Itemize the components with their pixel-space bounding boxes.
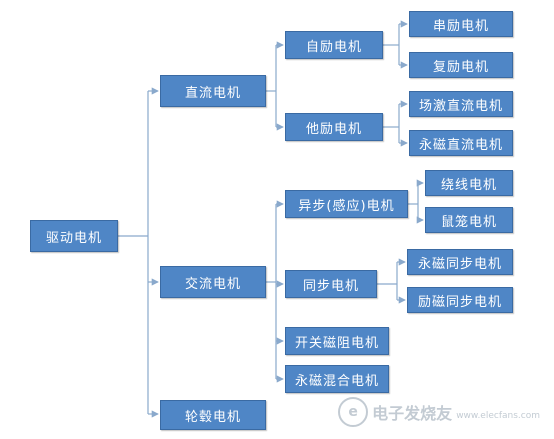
node-root: 驱动电机 xyxy=(30,220,118,252)
node-excited-sync: 励磁同步电机 xyxy=(407,287,513,313)
node-self-excited: 自励电机 xyxy=(285,31,383,59)
node-sync-motor: 同步电机 xyxy=(285,270,377,298)
watermark: e 电子发烧友 www.elecfans.com xyxy=(338,397,540,427)
node-compound-excited: 复励电机 xyxy=(409,52,513,78)
node-field-excited-dc: 场激直流电机 xyxy=(409,91,513,117)
node-pm-hybrid: 永磁混合电机 xyxy=(285,365,389,393)
node-ac-motor: 交流电机 xyxy=(160,266,266,298)
node-pm-dc: 永磁直流电机 xyxy=(409,130,513,156)
elecfans-logo-icon: e xyxy=(338,397,369,427)
node-dc-motor: 直流电机 xyxy=(160,75,266,107)
watermark-brand: 电子发烧友 xyxy=(372,404,453,423)
node-switched-reluctance: 开关磁阻电机 xyxy=(285,327,389,355)
node-async-motor: 异步(感应)电机 xyxy=(285,190,408,218)
node-wound-rotor: 绕线电机 xyxy=(425,170,513,196)
node-squirrel-cage: 鼠笼电机 xyxy=(425,207,513,233)
node-pm-sync: 永磁同步电机 xyxy=(407,249,513,275)
node-separately-excited: 他励电机 xyxy=(285,113,383,141)
node-series-excited: 串励电机 xyxy=(409,11,513,37)
watermark-url: www.elecfans.com xyxy=(456,411,540,421)
node-hub-motor: 轮毂电机 xyxy=(160,400,266,430)
